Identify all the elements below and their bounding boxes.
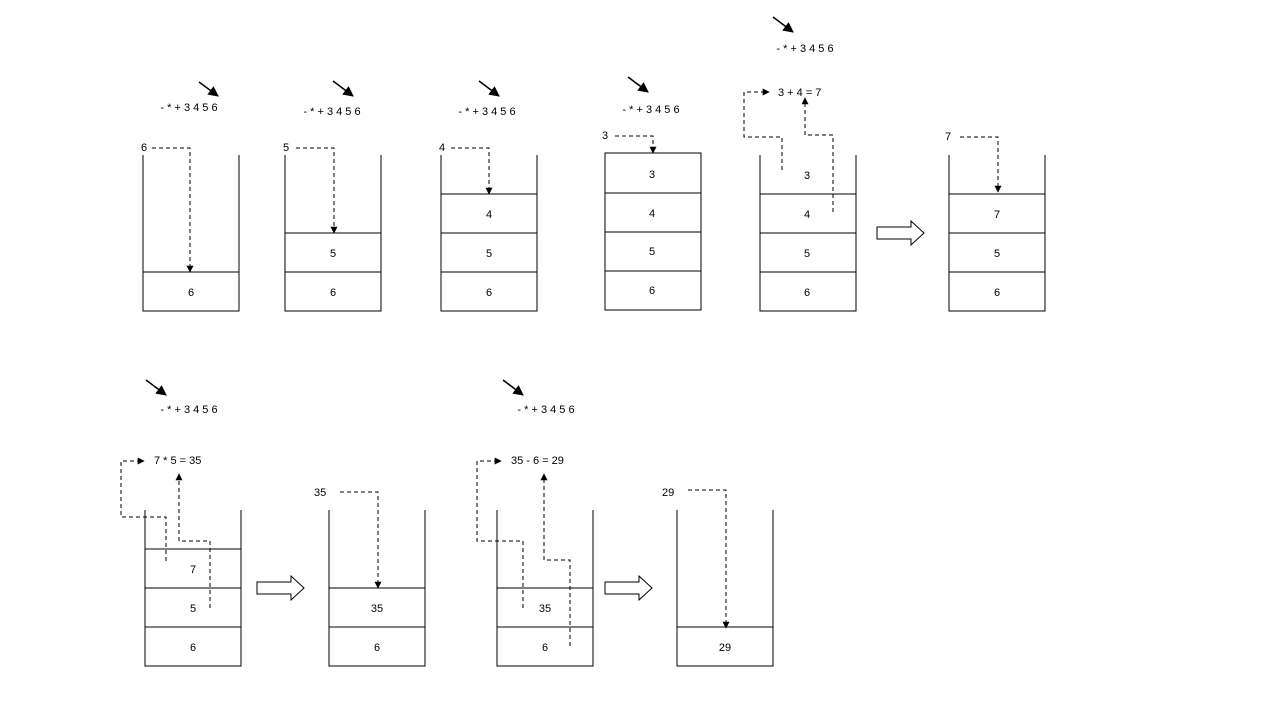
operation-text: 7 * 5 = 35 [154, 455, 201, 467]
expression-text: - * + 3 4 5 6 [160, 102, 217, 114]
stack: 35 6 [328, 510, 426, 667]
stack-cell: 35 [539, 603, 551, 615]
push-arrow [296, 147, 338, 234]
pop-arrow [120, 457, 167, 561]
pointer-arrow [332, 80, 354, 97]
pointer-arrow [627, 76, 649, 93]
pop-arrow [476, 457, 524, 608]
stack-cell: 6 [330, 287, 336, 299]
step-1-push-6: - * + 3 4 5 6 6 6 [141, 81, 240, 312]
stack-cell: 6 [649, 285, 655, 297]
stack-cell: 7 [994, 209, 1000, 221]
stack-cell: 5 [649, 246, 655, 258]
stack-cell: 3 [804, 170, 810, 182]
pointer-arrow [145, 379, 167, 396]
pop-arrow [801, 97, 834, 212]
stack-cell: 6 [190, 642, 196, 654]
transition-arrow [256, 574, 305, 602]
push-arrow [688, 489, 730, 629]
stack: 29 [676, 510, 774, 667]
push-arrow [451, 147, 493, 195]
stack-cell: 5 [330, 248, 336, 260]
pushed-value: 4 [439, 142, 445, 154]
stack-cell: 6 [486, 287, 492, 299]
step-8-push-35: 35 6 35 [314, 487, 426, 667]
stack-cell: 5 [804, 248, 810, 260]
expression-text: - * + 3 4 5 6 [160, 404, 217, 416]
stack-cell: 7 [190, 564, 196, 576]
stack: 35 6 [496, 510, 594, 667]
operation-text: 3 + 4 = 7 [778, 87, 821, 99]
step-3-push-4: - * + 3 4 5 6 4 5 6 4 [439, 80, 538, 312]
stack-cell: 6 [994, 287, 1000, 299]
stack: 3 4 5 6 [604, 152, 702, 311]
pushed-value: 5 [283, 142, 289, 154]
stack-cell: 3 [649, 169, 655, 181]
stack: 5 6 [284, 155, 382, 312]
stack-cell: 5 [190, 603, 196, 615]
stack-cell: 5 [486, 248, 492, 260]
step-4-push-3: - * + 3 4 5 6 3 4 5 6 3 [602, 76, 702, 311]
push-arrow [152, 147, 194, 273]
stack-cell: 6 [374, 642, 380, 654]
pushed-value: 3 [602, 130, 608, 142]
pushed-value: 35 [314, 487, 326, 499]
push-arrow [340, 491, 382, 589]
step-6-push-7: 7 5 6 7 [945, 131, 1046, 312]
pop-arrow [743, 88, 783, 170]
expression-text: - * + 3 4 5 6 [303, 106, 360, 118]
pointer-arrow [772, 16, 794, 33]
push-arrow [960, 136, 1002, 193]
step-9-operation-subtract: - * + 3 4 5 6 35 6 35 - 6 = 29 [476, 379, 594, 667]
stack: 3 4 5 6 [759, 155, 857, 312]
expression-text: - * + 3 4 5 6 [776, 43, 833, 55]
step-5-operation-add: - * + 3 4 5 6 3 4 5 6 3 + 4 = 7 [743, 16, 857, 312]
push-arrow [615, 135, 657, 154]
operation-text: 35 - 6 = 29 [511, 455, 564, 467]
pushed-value: 6 [141, 142, 147, 154]
stack-cell: 6 [542, 642, 548, 654]
pointer-arrow [198, 81, 219, 97]
stack-cell: 6 [804, 287, 810, 299]
stack-cell: 35 [371, 603, 383, 615]
pointer-arrow [502, 379, 524, 396]
stack-cell: 5 [994, 248, 1000, 260]
pushed-value: 29 [662, 487, 674, 499]
step-10-push-29: 29 29 [662, 487, 774, 667]
expression-text: - * + 3 4 5 6 [458, 106, 515, 118]
stack: 6 [142, 155, 240, 312]
stack-cell: 4 [486, 209, 492, 221]
expression-text: - * + 3 4 5 6 [622, 104, 679, 116]
stack-cell: 6 [188, 287, 194, 299]
pop-arrow [540, 473, 571, 646]
pushed-value: 7 [945, 131, 951, 143]
stack: 4 5 6 [440, 155, 538, 312]
stack-cell: 4 [804, 209, 810, 221]
stack: 7 5 6 [948, 155, 1046, 312]
step-7-operation-multiply: - * + 3 4 5 6 7 5 6 7 * 5 = 35 [120, 379, 242, 667]
stack-cell: 4 [649, 208, 655, 220]
stack: 7 5 6 [144, 510, 242, 667]
transition-arrow [876, 219, 925, 247]
expression-text: - * + 3 4 5 6 [517, 404, 574, 416]
stack-cell: 29 [719, 642, 731, 654]
pointer-arrow [478, 80, 500, 97]
step-2-push-5: - * + 3 4 5 6 5 6 5 [283, 80, 382, 312]
transition-arrow [604, 574, 653, 602]
